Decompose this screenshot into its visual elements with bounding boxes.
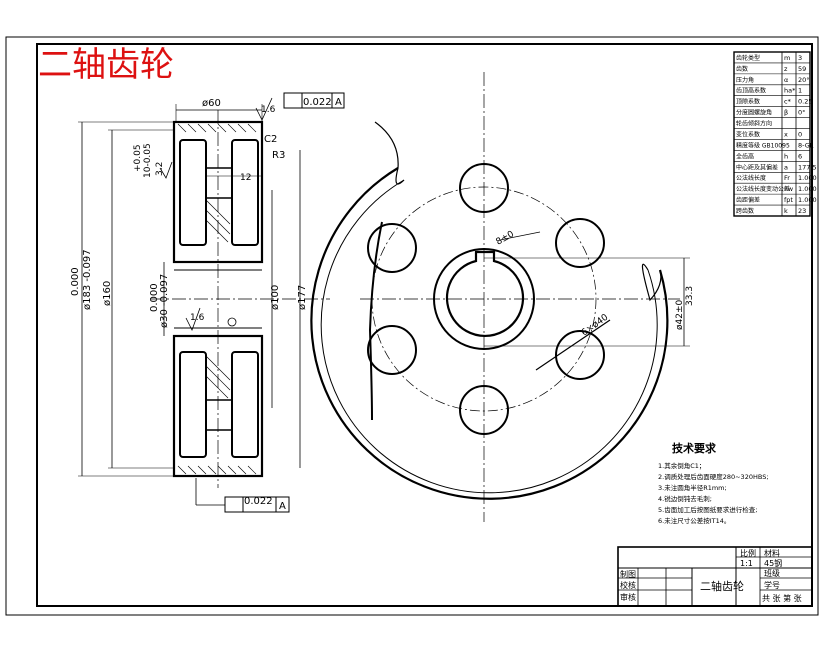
title-block-part-name: 二轴齿轮 <box>700 579 744 593</box>
table-cell: m <box>784 54 790 62</box>
dim-roughness-bore: 1.6 <box>190 313 205 323</box>
dim-hub-diameter: ø42±0 <box>675 300 685 330</box>
table-cell: 轮齿倾斜方向 <box>736 120 772 128</box>
title-block-review: 审核 <box>620 592 636 602</box>
dim-r3: R3 <box>272 150 285 161</box>
table-cell: 分度圆螺旋角 <box>736 109 772 117</box>
table-cell: β <box>784 109 788 117</box>
dim-d100: ø100 <box>270 285 281 310</box>
table-cell: 0 <box>798 130 802 138</box>
tech-req-item: 2.调质处理后齿面硬度280~320HBS; <box>658 472 769 481</box>
title-block-scale-value: 1:1 <box>740 559 753 568</box>
table-cell: k <box>784 207 788 215</box>
dim-d30-lower: ø30 -0.097 <box>159 274 170 328</box>
tech-req-item: 1.其余倒角C1； <box>658 461 705 470</box>
dim-keyway-width: 8±0 <box>495 229 517 247</box>
tol-bottom-value: 0.022 <box>244 496 273 507</box>
table-cell: 齿轮类型 <box>736 54 760 62</box>
dim-roughness-side: 3.2 <box>155 162 165 176</box>
table-cell: 齿顶高系数 <box>736 87 766 95</box>
table-cell: 公法线长度变动公差 <box>736 185 790 193</box>
table-cell: 1.000 <box>798 185 817 193</box>
title-block <box>617 546 813 607</box>
table-cell: 跨齿数 <box>736 207 754 215</box>
table-cell: 1 <box>798 87 802 95</box>
section-view <box>78 92 345 513</box>
table-cell: fpt <box>784 196 793 204</box>
dim-d30-upper: 0.000 <box>149 283 160 312</box>
table-cell: 公法线长度 <box>736 174 766 182</box>
table-cell: 59 <box>798 65 806 73</box>
title-block-check: 校核 <box>620 580 636 590</box>
dim-d60: ø60 <box>202 98 221 109</box>
dim-12: 12 <box>240 173 251 183</box>
table-cell: z <box>784 65 788 73</box>
title-block-material-label: 材料 <box>764 548 780 558</box>
dim-d177: ø177 <box>297 285 308 310</box>
tech-req-list: 1.其余倒角C1； 2.调质处理后齿面硬度280~320HBS; 3.未注圆角半径R… <box>658 461 769 525</box>
table-cell: 8-GL <box>798 141 814 149</box>
tech-req-item: 5.齿面加工后按图纸要求进行检查; <box>658 505 757 514</box>
table-cell: Fw <box>784 185 794 193</box>
inner-border <box>36 43 813 607</box>
dim-d183-upper: 0.000 <box>70 267 81 296</box>
table-cell: c* <box>784 98 792 106</box>
table-cell: a <box>784 163 788 171</box>
table-cell: 齿距偏差 <box>736 196 760 204</box>
tol-hub-upper: +0.05 <box>133 144 143 172</box>
title-block-sheet: 共 张 第 张 <box>762 593 802 603</box>
vertical-dim-labels: +0.05 10-0.05 3.2 0.000 ø183 -0.097 ø160… <box>70 143 308 328</box>
drawing-title: 二轴齿轮 <box>38 45 174 85</box>
title-block-material-value: 45钢 <box>764 558 782 568</box>
table-cell: 压力角 <box>736 76 754 84</box>
table-cell: 齿数 <box>736 65 748 73</box>
table-cell: 全齿高 <box>736 152 754 160</box>
table-cell: 顶隙系数 <box>736 98 760 106</box>
tech-req-item: 4.锐边倒钝去毛刺; <box>658 494 712 503</box>
table-cell: 23 <box>798 207 806 215</box>
dim-roughness-top: 1.6 <box>261 105 276 115</box>
table-cell: Fr <box>784 174 790 182</box>
table-cell: ha* <box>784 87 796 95</box>
tol-hub-lower: 10-0.05 <box>143 143 153 178</box>
table-cell: 3 <box>798 54 802 62</box>
tech-req-heading: 技术要求 <box>672 441 717 455</box>
front-view <box>310 72 690 522</box>
table-cell: 177.5 <box>798 163 817 171</box>
tech-req-item: 3.未注圆角半径R1mm; <box>658 483 727 492</box>
tech-req-item: 6.未注尺寸公差按IT14。 <box>658 516 730 525</box>
table-cell: 0.25 <box>798 98 812 106</box>
table-cell: 精度等级 GB10095 <box>736 141 790 149</box>
tol-top-ref: A <box>335 97 342 108</box>
dim-d160: ø160 <box>102 281 113 306</box>
tol-top-value: 0.022 <box>303 97 332 108</box>
table-cell: 6 <box>798 152 802 160</box>
table-cell: x <box>784 130 788 138</box>
table-cell: 0° <box>798 109 805 117</box>
table-cell: 中心距及其偏差 <box>736 163 778 171</box>
dim-keyway-depth: 33.3 <box>685 286 695 306</box>
title-block-drawn: 制图 <box>620 569 636 579</box>
dim-hole-pattern: 6×ø40 <box>580 312 611 338</box>
table-cell: 变位系数 <box>736 130 760 138</box>
title-block-school: 学号 <box>764 580 780 590</box>
title-block-class: 班级 <box>764 568 780 578</box>
parameter-table <box>733 51 811 217</box>
table-cell: h <box>784 152 788 160</box>
table-cell: 20° <box>798 76 810 84</box>
title-block-scale-label: 比例 <box>740 548 756 558</box>
outer-border <box>5 36 819 616</box>
dim-d183-lower: ø183 -0.097 <box>82 249 93 310</box>
tol-bottom-ref: A <box>279 501 286 512</box>
table-cell: 1.000 <box>798 174 817 182</box>
table-cell: 1.000 <box>798 196 817 204</box>
table-cell: α <box>784 76 788 84</box>
dim-c2: C2 <box>264 134 277 145</box>
